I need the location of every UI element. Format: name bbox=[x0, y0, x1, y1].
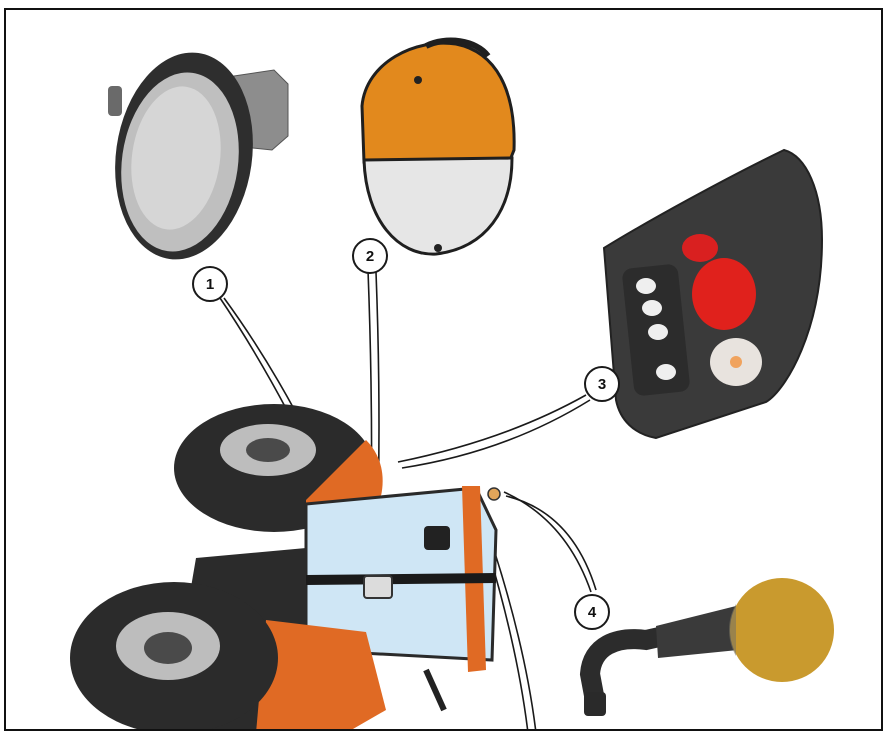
callout-1: 1 bbox=[192, 266, 228, 302]
gear-lever-knob-icon bbox=[584, 578, 834, 716]
callout-4: 4 bbox=[574, 594, 610, 630]
work-light-icon bbox=[102, 44, 288, 269]
diagram-frame: 1 2 3 4 bbox=[4, 8, 883, 731]
callout-2: 2 bbox=[352, 238, 388, 274]
callout-3: 3 bbox=[584, 366, 620, 402]
switch-panel-icon bbox=[604, 150, 822, 438]
exploded-diagram bbox=[6, 10, 883, 731]
beacon-icon bbox=[362, 41, 514, 255]
